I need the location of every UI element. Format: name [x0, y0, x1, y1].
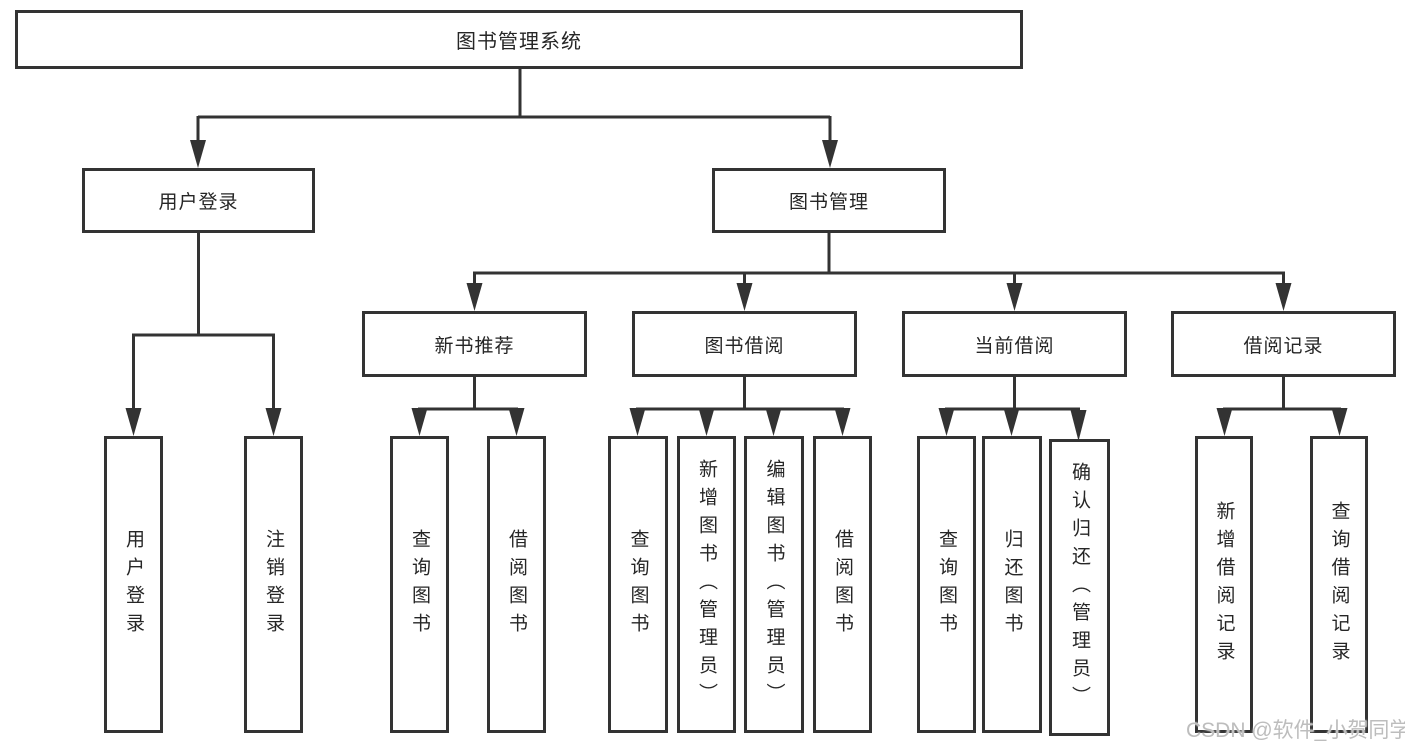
node-label: 图书借阅 — [704, 335, 785, 357]
arrow-down-icon — [1331, 408, 1348, 436]
arrow-down-icon — [1003, 408, 1020, 436]
arrow-down-icon — [736, 283, 753, 311]
leaf-logout: 注销登录 — [244, 436, 303, 733]
arrow-down-icon — [765, 408, 782, 436]
arrow-down-icon — [629, 408, 646, 436]
connector-book-management-split — [466, 233, 1292, 311]
node-label: 图书管理系统 — [456, 31, 582, 53]
node-label: 用户登录 — [158, 192, 239, 213]
arrow-down-icon — [1216, 408, 1233, 436]
arrow-down-icon — [1275, 283, 1292, 311]
leaf-label: 查询图书 — [409, 528, 430, 641]
connector-new-book-recommend-split — [411, 377, 525, 436]
node-book-management: 图书管理 — [712, 168, 946, 233]
leaf-query-books-current: 查询图书 — [917, 436, 976, 733]
arrow-down-icon — [1006, 283, 1023, 311]
arrow-down-icon — [125, 408, 142, 436]
connector-book-borrow-split — [629, 377, 851, 436]
node-library-management-system: 图书管理系统 — [15, 10, 1023, 69]
leaf-label: 查询图书 — [627, 528, 649, 641]
arrow-down-icon — [508, 408, 525, 436]
leaf-label: 新增借阅记录 — [1213, 500, 1235, 669]
node-label: 当前借阅 — [974, 335, 1055, 357]
leaf-add-borrow-record: 新增借阅记录 — [1195, 436, 1253, 733]
connector-current-borrow-split — [938, 377, 1087, 441]
node-label: 借阅记录 — [1243, 335, 1324, 357]
leaf-label: 查询图书 — [936, 528, 957, 641]
arrow-down-icon — [466, 283, 483, 311]
arrow-down-icon — [938, 408, 955, 436]
leaf-label: 借阅图书 — [506, 528, 527, 641]
connector-borrow-records-split — [1216, 377, 1348, 436]
leaf-return-book: 归还图书 — [982, 436, 1042, 733]
leaf-borrow-books-recommend: 借阅图书 — [487, 436, 546, 733]
arrow-down-icon — [265, 408, 282, 436]
node-new-book-recommend: 新书推荐 — [362, 311, 587, 377]
node-current-borrow: 当前借阅 — [902, 311, 1127, 377]
node-user-login: 用户登录 — [82, 168, 315, 233]
leaf-label: 查询借阅记录 — [1328, 500, 1350, 669]
leaf-label: 编辑图书（管理员） — [763, 458, 785, 711]
leaf-label: 注销登录 — [263, 528, 284, 641]
node-book-borrow: 图书借阅 — [632, 311, 857, 377]
arrow-down-icon — [1070, 410, 1087, 441]
connector-root-split — [190, 69, 838, 168]
arrow-down-icon — [190, 140, 206, 168]
leaf-label: 借阅图书 — [832, 528, 853, 641]
node-borrow-records: 借阅记录 — [1171, 311, 1396, 377]
node-label: 新书推荐 — [434, 335, 515, 357]
csdn-watermark: CSDN @软件_小贺同学 — [1186, 719, 1405, 742]
leaf-label: 新增图书（管理员） — [696, 458, 717, 711]
leaf-label: 确认归还（管理员） — [1069, 461, 1090, 714]
leaf-query-borrow-record: 查询借阅记录 — [1310, 436, 1368, 733]
arrow-down-icon — [834, 408, 851, 436]
leaf-confirm-return-admin: 确认归还（管理员） — [1049, 439, 1110, 736]
leaf-edit-book-admin: 编辑图书（管理员） — [744, 436, 804, 733]
leaf-label: 归还图书 — [1001, 528, 1023, 641]
leaf-query-books-recommend: 查询图书 — [390, 436, 449, 733]
leaf-label: 用户登录 — [123, 528, 144, 641]
leaf-add-book-admin: 新增图书（管理员） — [677, 436, 736, 733]
connector-user-login-split — [125, 233, 282, 436]
arrow-down-icon — [698, 408, 715, 436]
node-label: 图书管理 — [788, 192, 869, 213]
leaf-user-login: 用户登录 — [104, 436, 163, 733]
leaf-query-books-borrow: 查询图书 — [608, 436, 668, 733]
arrow-down-icon — [822, 140, 838, 168]
arrow-down-icon — [411, 408, 428, 436]
leaf-borrow-books: 借阅图书 — [813, 436, 872, 733]
